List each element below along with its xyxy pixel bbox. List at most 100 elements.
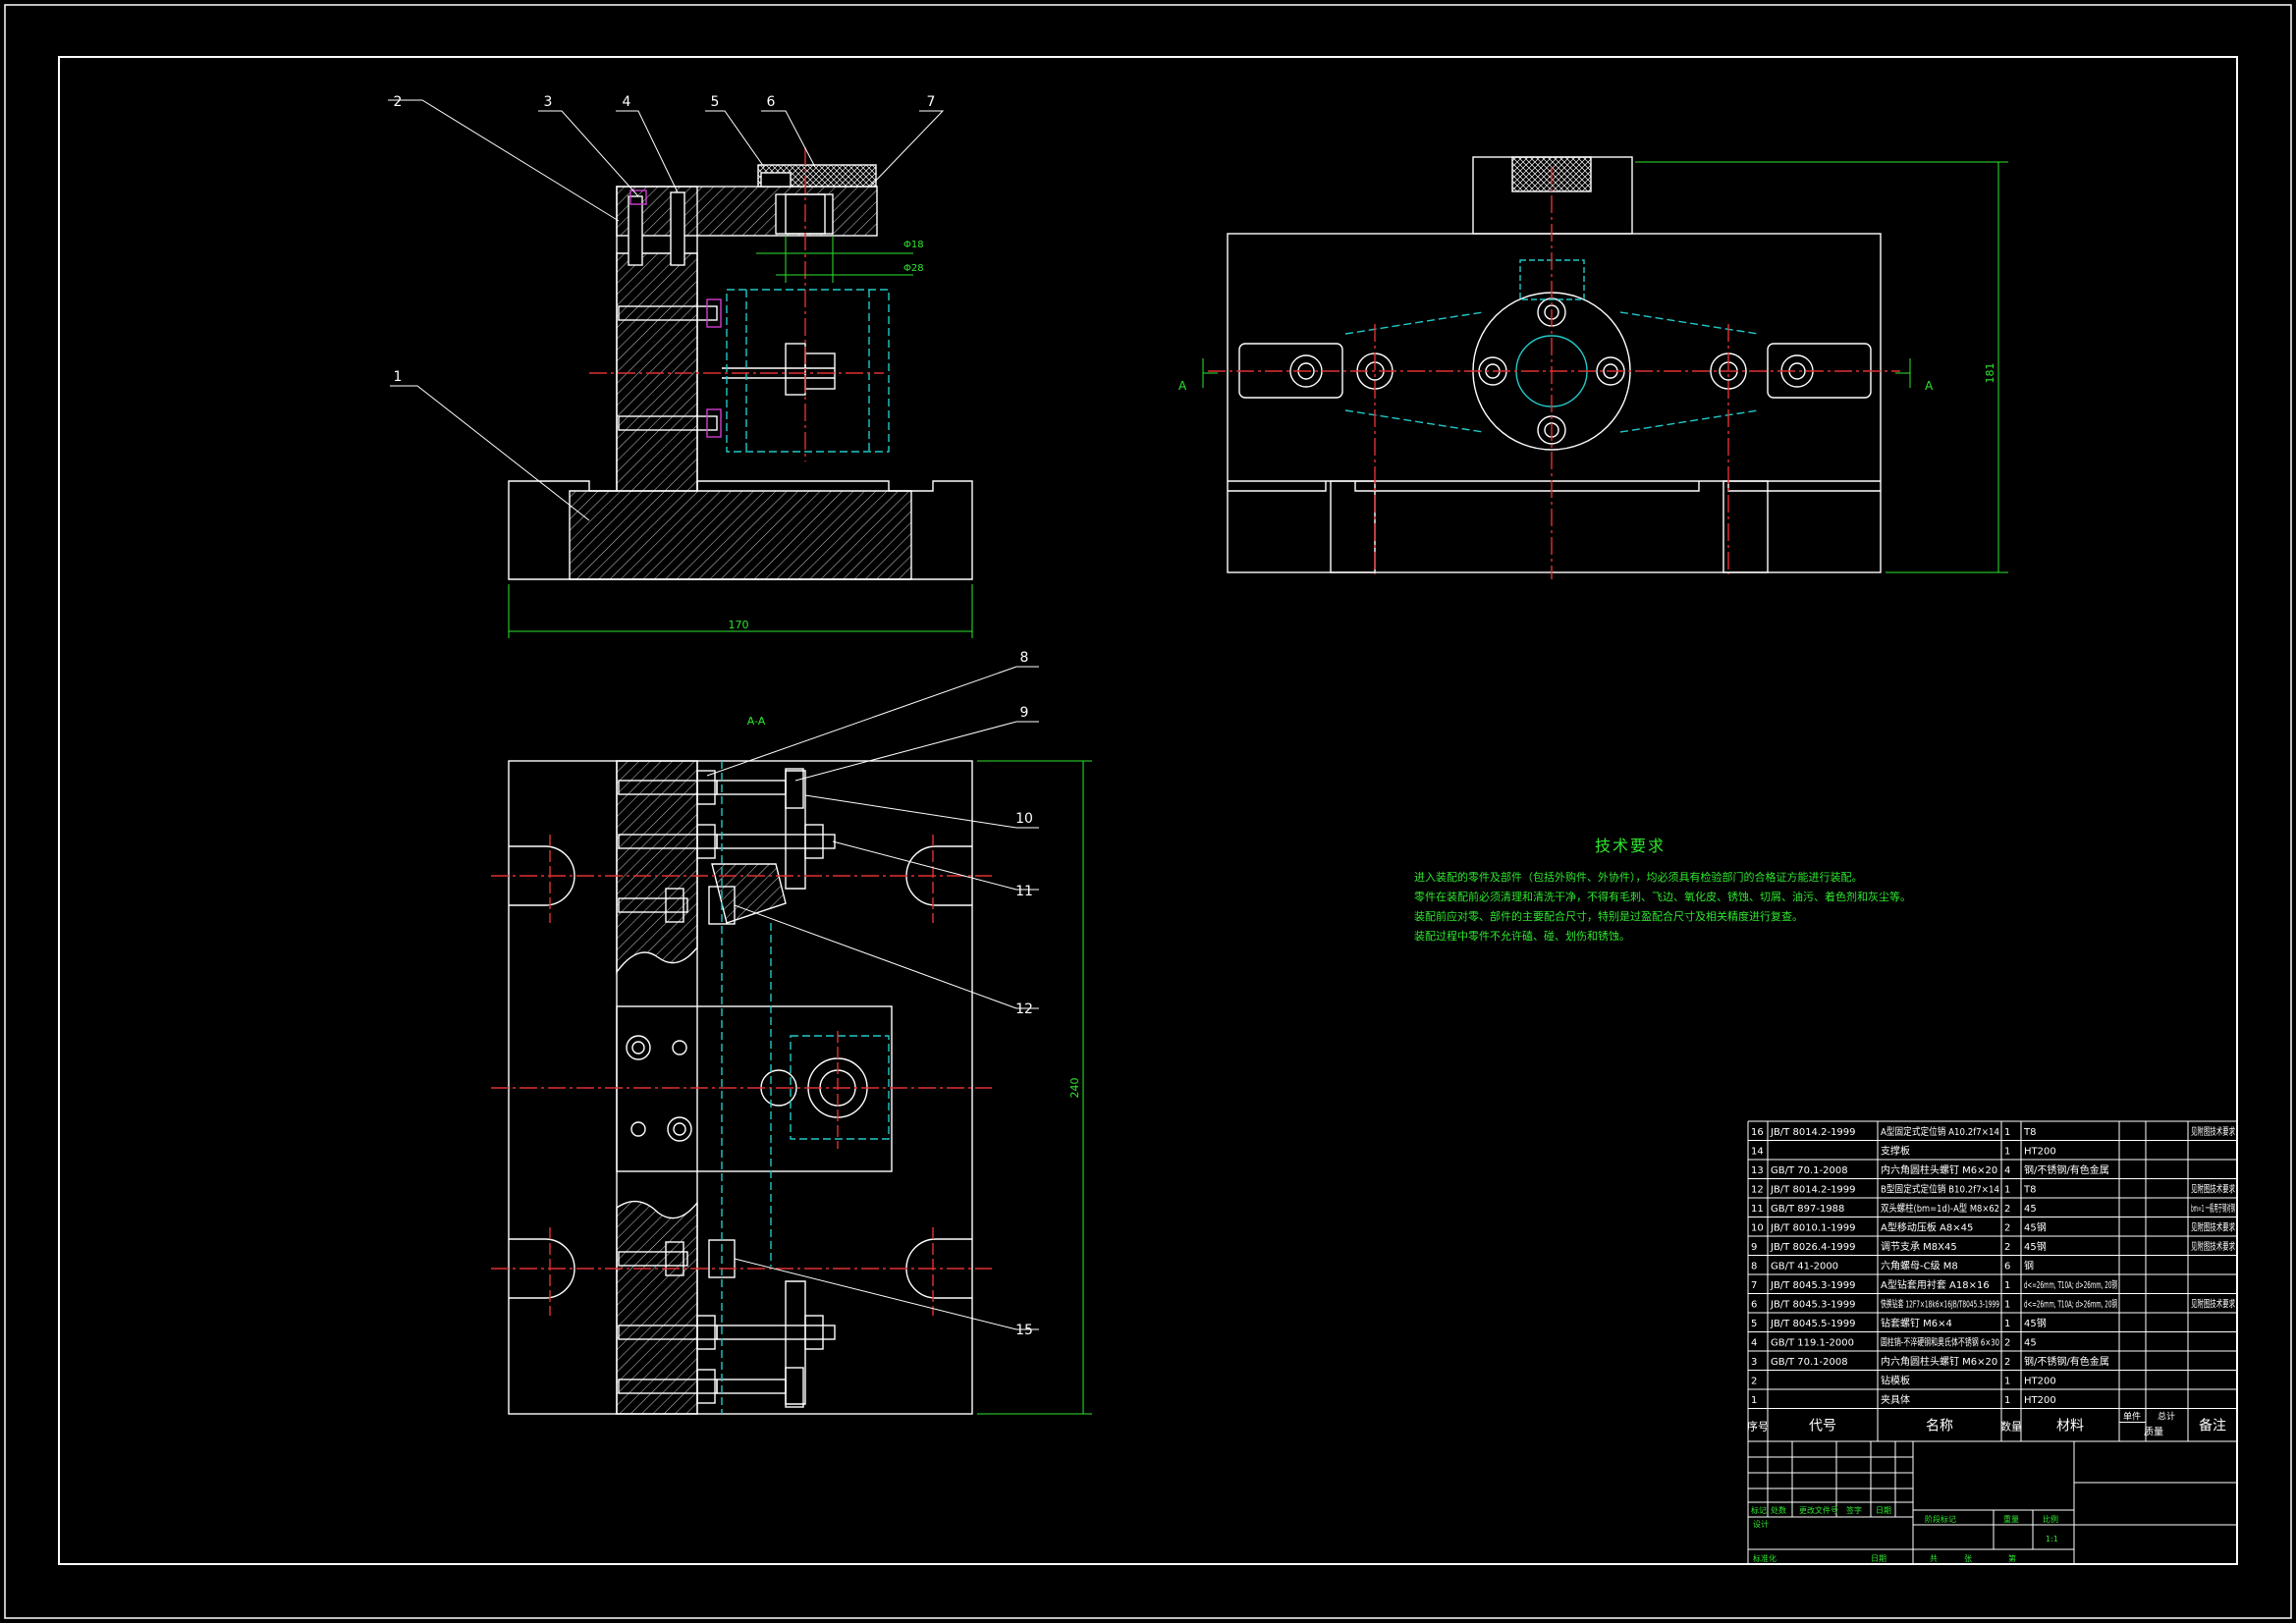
dim-dia-top: Φ18 bbox=[903, 240, 924, 250]
section-arrow-right: A bbox=[1925, 379, 1934, 393]
bom-cell-remark: 见附图技术要求 bbox=[2191, 1125, 2235, 1138]
bom-cell-code: GB/T 119.1-2000 bbox=[1771, 1338, 1854, 1349]
bom-cell-code: JB/T 8014.2-1999 bbox=[1770, 1185, 1856, 1196]
bom-cell-material: HT200 bbox=[2024, 1377, 2056, 1387]
balloon-15: 15 bbox=[1015, 1323, 1033, 1338]
bom-cell-name: A型固定式定位销 A10.2f7×14 bbox=[1881, 1125, 1999, 1138]
bom-cell-code: GB/T 41-2000 bbox=[1771, 1262, 1838, 1272]
tb-weight: 重量 bbox=[2003, 1514, 2019, 1524]
bom-cell-material: 45钢 bbox=[2024, 1317, 2047, 1329]
bom-cell-qty: 1 bbox=[2004, 1280, 2010, 1291]
tb-sheet-total: 共 bbox=[1930, 1554, 1938, 1563]
bom-header-qty: 数量 bbox=[2000, 1421, 2022, 1434]
bom-cell-material: 45 bbox=[2024, 1338, 2037, 1349]
front-leaders bbox=[388, 99, 945, 521]
bom-cell-qty: 2 bbox=[2004, 1357, 2010, 1368]
bom-cell-qty: 2 bbox=[2004, 1242, 2010, 1253]
bom-cell-name: A型移动压板 A8×45 bbox=[1881, 1221, 1973, 1234]
tb-sheet-no: 第 bbox=[2008, 1553, 2016, 1563]
bom-cell-no: 12 bbox=[1751, 1185, 1764, 1196]
balloon-11: 11 bbox=[1015, 884, 1033, 899]
bom-cell-code: JB/T 8045.3-1999 bbox=[1770, 1300, 1856, 1311]
balloon-5: 5 bbox=[711, 94, 720, 110]
side-view bbox=[1208, 156, 1900, 579]
bom-cell-name: 支撑板 bbox=[1881, 1145, 1910, 1158]
bom-cell-no: 7 bbox=[1751, 1280, 1757, 1291]
bom-header-material: 材料 bbox=[2056, 1419, 2084, 1434]
dim-dia-bottom: Φ28 bbox=[903, 263, 924, 274]
bom-cell-material: d<=26mm, T10A; d>26mm, 20钢 bbox=[2024, 1278, 2117, 1291]
inner-border bbox=[58, 56, 2238, 1565]
balloon-7: 7 bbox=[927, 94, 936, 110]
bom-cell-qty: 2 bbox=[2004, 1204, 2010, 1215]
bom-cell-qty: 6 bbox=[2004, 1262, 2010, 1272]
bom-cell-material: HT200 bbox=[2024, 1147, 2056, 1158]
bom-cell-no: 9 bbox=[1751, 1242, 1757, 1253]
balloon-1: 1 bbox=[394, 369, 403, 385]
tb-stage: 阶段标记 bbox=[1925, 1514, 1956, 1524]
section-dimensions bbox=[977, 760, 1092, 1415]
bom-cell-remark: bm=1 一般用于钢对钢 bbox=[2191, 1202, 2235, 1215]
bom-header-remark: 备注 bbox=[2199, 1418, 2226, 1434]
tb-date2: 日期 bbox=[1871, 1554, 1886, 1563]
bom-cell-remark: 见附图技术要求 bbox=[2191, 1183, 2235, 1196]
dim-side-height: 181 bbox=[1984, 363, 1996, 384]
bom-cell-name: 调节支承 M8X45 bbox=[1881, 1241, 1957, 1253]
bom-cell-name: A型钻套用衬套 A18×16 bbox=[1881, 1278, 1990, 1291]
balloon-3: 3 bbox=[544, 94, 553, 110]
tb-mark: 标记 bbox=[1751, 1505, 1767, 1515]
bom-cell-qty: 1 bbox=[2004, 1185, 2010, 1196]
tb-sign: 签字 bbox=[1846, 1505, 1862, 1515]
bom-cell-qty: 1 bbox=[2004, 1395, 2010, 1406]
bom-cell-code: GB/T 70.1-2008 bbox=[1771, 1165, 1848, 1176]
tech-line: 装配前应对零、部件的主要配合尺寸，特别是过盈配合尺寸及相关精度进行复查。 bbox=[1414, 910, 1803, 923]
side-dimensions bbox=[1202, 161, 2008, 573]
bom-header-name: 名称 bbox=[1926, 1419, 1953, 1434]
bom-cell-qty: 1 bbox=[2004, 1377, 2010, 1387]
bom-cell-qty: 2 bbox=[2004, 1338, 2010, 1349]
tech-requirements: 技术要求 进入装配的零件及部件（包括外购件、外协件），均必须具有检验部门的合格证… bbox=[1414, 833, 1964, 947]
bom-cell-name: 钻模板 bbox=[1881, 1375, 1910, 1387]
bom-cell-no: 8 bbox=[1751, 1262, 1757, 1272]
bom-cell-code: GB/T 70.1-2008 bbox=[1771, 1357, 1848, 1368]
balloon-10: 10 bbox=[1015, 811, 1033, 827]
front-view bbox=[508, 147, 973, 580]
bom-cell-no: 2 bbox=[1751, 1377, 1757, 1387]
tech-line: 零件在装配前必须清理和清洗干净，不得有毛刺、飞边、氧化皮、锈蚀、切屑、油污、着色… bbox=[1414, 891, 1911, 903]
bom-cell-material: T8 bbox=[2023, 1127, 2036, 1138]
section-view bbox=[491, 760, 992, 1415]
tb-zone: 更改文件号 bbox=[1799, 1505, 1838, 1515]
bom-cell-material: 45钢 bbox=[2024, 1240, 2047, 1253]
bom-cell-no: 14 bbox=[1751, 1147, 1764, 1158]
bom-cell-material: 45 bbox=[2024, 1204, 2037, 1215]
tech-line: 进入装配的零件及部件（包括外购件、外协件），均必须具有检验部门的合格证方能进行装… bbox=[1414, 871, 1863, 884]
bom-cell-remark: 见附图技术要求 bbox=[2191, 1240, 2235, 1253]
balloon-6: 6 bbox=[767, 94, 776, 110]
bom-cell-no: 13 bbox=[1751, 1165, 1764, 1176]
bom-cell-name: 六角螺母-C级 M8 bbox=[1881, 1261, 1958, 1272]
balloon-12: 12 bbox=[1015, 1001, 1033, 1017]
bom-header-unit: 单件 bbox=[2123, 1411, 2141, 1423]
bom-cell-qty: 1 bbox=[2004, 1147, 2010, 1158]
bom-cell-name: 双头螺柱(bm=1d)-A型 M8×62 bbox=[1881, 1202, 1999, 1215]
bom-cell-name: 内六角圆柱头螺钉 M6×20 bbox=[1881, 1163, 1997, 1176]
bom-cell-material: 45钢 bbox=[2024, 1221, 2047, 1234]
bom-cell-code: JB/T 8045.5-1999 bbox=[1770, 1319, 1856, 1329]
bom-cell-no: 4 bbox=[1751, 1338, 1757, 1349]
bom-cell-no: 6 bbox=[1751, 1300, 1757, 1311]
bom-cell-name: B型固定式定位销 B10.2f7×14 bbox=[1881, 1183, 1999, 1196]
bom-cell-no: 11 bbox=[1751, 1204, 1764, 1215]
bom-cell-remark: 见附图技术要求 bbox=[2191, 1298, 2235, 1311]
bom-cell-code: JB/T 8010.1-1999 bbox=[1770, 1223, 1856, 1234]
tb-design: 设计 bbox=[1753, 1519, 1769, 1529]
bom-header-code: 代号 bbox=[1809, 1419, 1836, 1434]
dim-section-height: 240 bbox=[1068, 1078, 1081, 1099]
bom-header-total: 总计 bbox=[2158, 1411, 2175, 1423]
tb-scale-value: 1:1 bbox=[2046, 1535, 2058, 1543]
tb-standard: 标准化 bbox=[1753, 1553, 1777, 1563]
bom-cell-material: T8 bbox=[2023, 1185, 2036, 1196]
bom-cell-name: 内六角圆柱头螺钉 M6×20 bbox=[1881, 1355, 1997, 1368]
tech-line: 装配过程中零件不允许磕、碰、划伤和锈蚀。 bbox=[1414, 930, 1630, 943]
tb-sheet-of: 张 bbox=[1964, 1554, 1972, 1563]
